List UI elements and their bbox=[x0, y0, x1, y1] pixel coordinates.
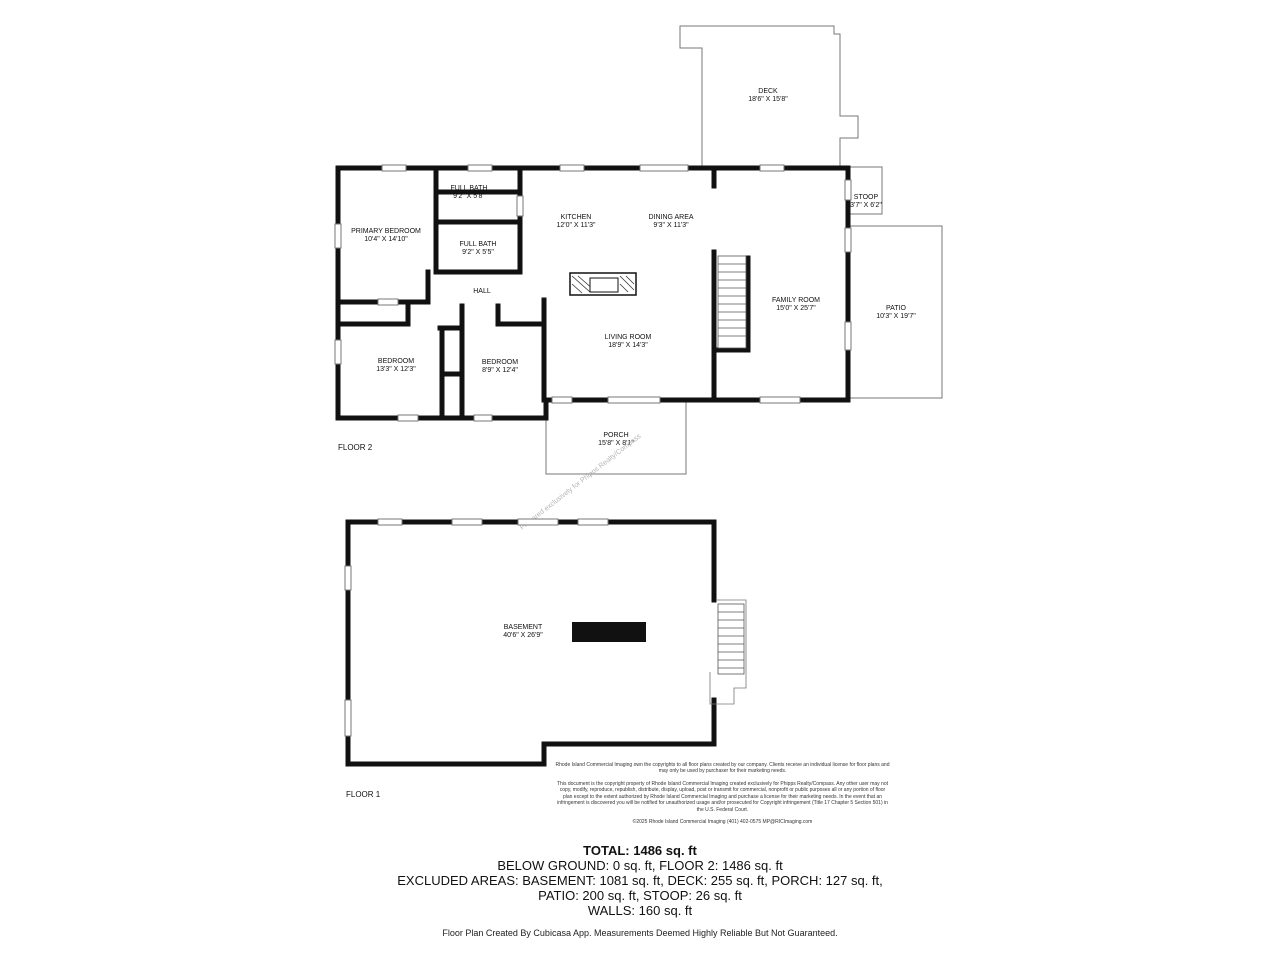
porch-dims: 15'8" X 8'1" bbox=[598, 440, 634, 447]
dining-area-name: DINING AREA bbox=[648, 214, 693, 221]
bedroom-1-name: BEDROOM bbox=[378, 358, 414, 365]
floor2-labels: DECK 18'6" X 15'8" FULL BATH 9'2" X 5'8"… bbox=[351, 88, 916, 447]
patio-outline bbox=[850, 225, 943, 399]
below-ground-area: BELOW GROUND: 0 sq. ft, FLOOR 2: 1486 sq… bbox=[497, 858, 783, 873]
floor1-walls bbox=[345, 519, 717, 767]
full-bath-1-dims: 9'2" X 5'8" bbox=[453, 193, 485, 200]
bedroom-1-dims: 13'3" X 12'3" bbox=[376, 366, 416, 373]
stoop-dims: 3'7" X 6'2" bbox=[850, 202, 882, 209]
watermark-text: Prepared exclusively for Phipps Realty/C… bbox=[519, 433, 643, 532]
hall-name: HALL bbox=[473, 288, 491, 295]
primary-bedroom-dims: 10'4" X 14'10" bbox=[364, 236, 408, 243]
copyright-notice-1: Rhode Island Commercial Imaging own the … bbox=[555, 762, 890, 775]
basement-dims: 40'6" X 26'9" bbox=[503, 632, 543, 639]
living-room-name: LIVING ROOM bbox=[605, 334, 652, 341]
full-bath-2-dims: 9'2" X 5'5" bbox=[462, 249, 494, 256]
kitchen-name: KITCHEN bbox=[561, 214, 592, 221]
floor2-openings bbox=[334, 164, 852, 422]
family-room-name: FAMILY ROOM bbox=[772, 297, 820, 304]
copyright-notice-2: This document is the copyright property … bbox=[557, 781, 888, 813]
footer-note: Floor Plan Created By Cubicasa App. Meas… bbox=[442, 928, 838, 938]
floor1-labels: BASEMENT 40'6" X 26'9" bbox=[503, 624, 543, 639]
bedroom-2-name: BEDROOM bbox=[482, 359, 518, 366]
walls-area: WALLS: 160 sq. ft bbox=[587, 903, 693, 918]
deck-dims: 18'6" X 15'8" bbox=[748, 96, 788, 103]
copyright-notice-3: ©2025 Rhode Island Commercial Imaging (4… bbox=[632, 819, 813, 825]
stoop-outline bbox=[848, 166, 883, 215]
full-bath-2-name: FULL BATH bbox=[460, 241, 497, 248]
excluded-areas-line-1: EXCLUDED AREAS: BASEMENT: 1081 sq. ft, D… bbox=[397, 873, 883, 888]
kitchen-dims: 12'0" X 11'3" bbox=[556, 222, 596, 229]
floor1-stairs bbox=[709, 599, 747, 705]
family-room-dims: 15'0" X 25'7" bbox=[776, 305, 816, 312]
deck-outline bbox=[679, 25, 859, 166]
patio-dims: 10'3" X 19'7" bbox=[876, 313, 916, 320]
stoop-name: STOOP bbox=[854, 194, 879, 201]
bedroom-2-dims: 8'9" X 12'4" bbox=[482, 367, 518, 374]
patio-name: PATIO bbox=[886, 305, 907, 312]
basement-name: BASEMENT bbox=[504, 624, 543, 631]
kitchen-island bbox=[569, 272, 637, 296]
floor2-walls bbox=[335, 165, 851, 421]
floor2-stairs bbox=[717, 255, 747, 349]
total-area: TOTAL: 1486 sq. ft bbox=[583, 843, 697, 858]
basement-fixture bbox=[572, 622, 646, 642]
porch-name: PORCH bbox=[603, 432, 628, 439]
floor1-openings bbox=[344, 518, 609, 737]
deck-name: DECK bbox=[758, 88, 778, 95]
excluded-areas-line-2: PATIO: 200 sq. ft, STOOP: 26 sq. ft bbox=[538, 888, 742, 903]
porch-outline bbox=[545, 402, 687, 475]
primary-bedroom-name: PRIMARY BEDROOM bbox=[351, 228, 421, 235]
floor2-label: FLOOR 2 bbox=[338, 443, 373, 452]
floor1-label: FLOOR 1 bbox=[346, 790, 381, 799]
living-room-dims: 18'9" X 14'3" bbox=[608, 342, 648, 349]
full-bath-1-name: FULL BATH bbox=[451, 185, 488, 192]
dining-area-dims: 9'3" X 11'3" bbox=[653, 222, 689, 229]
